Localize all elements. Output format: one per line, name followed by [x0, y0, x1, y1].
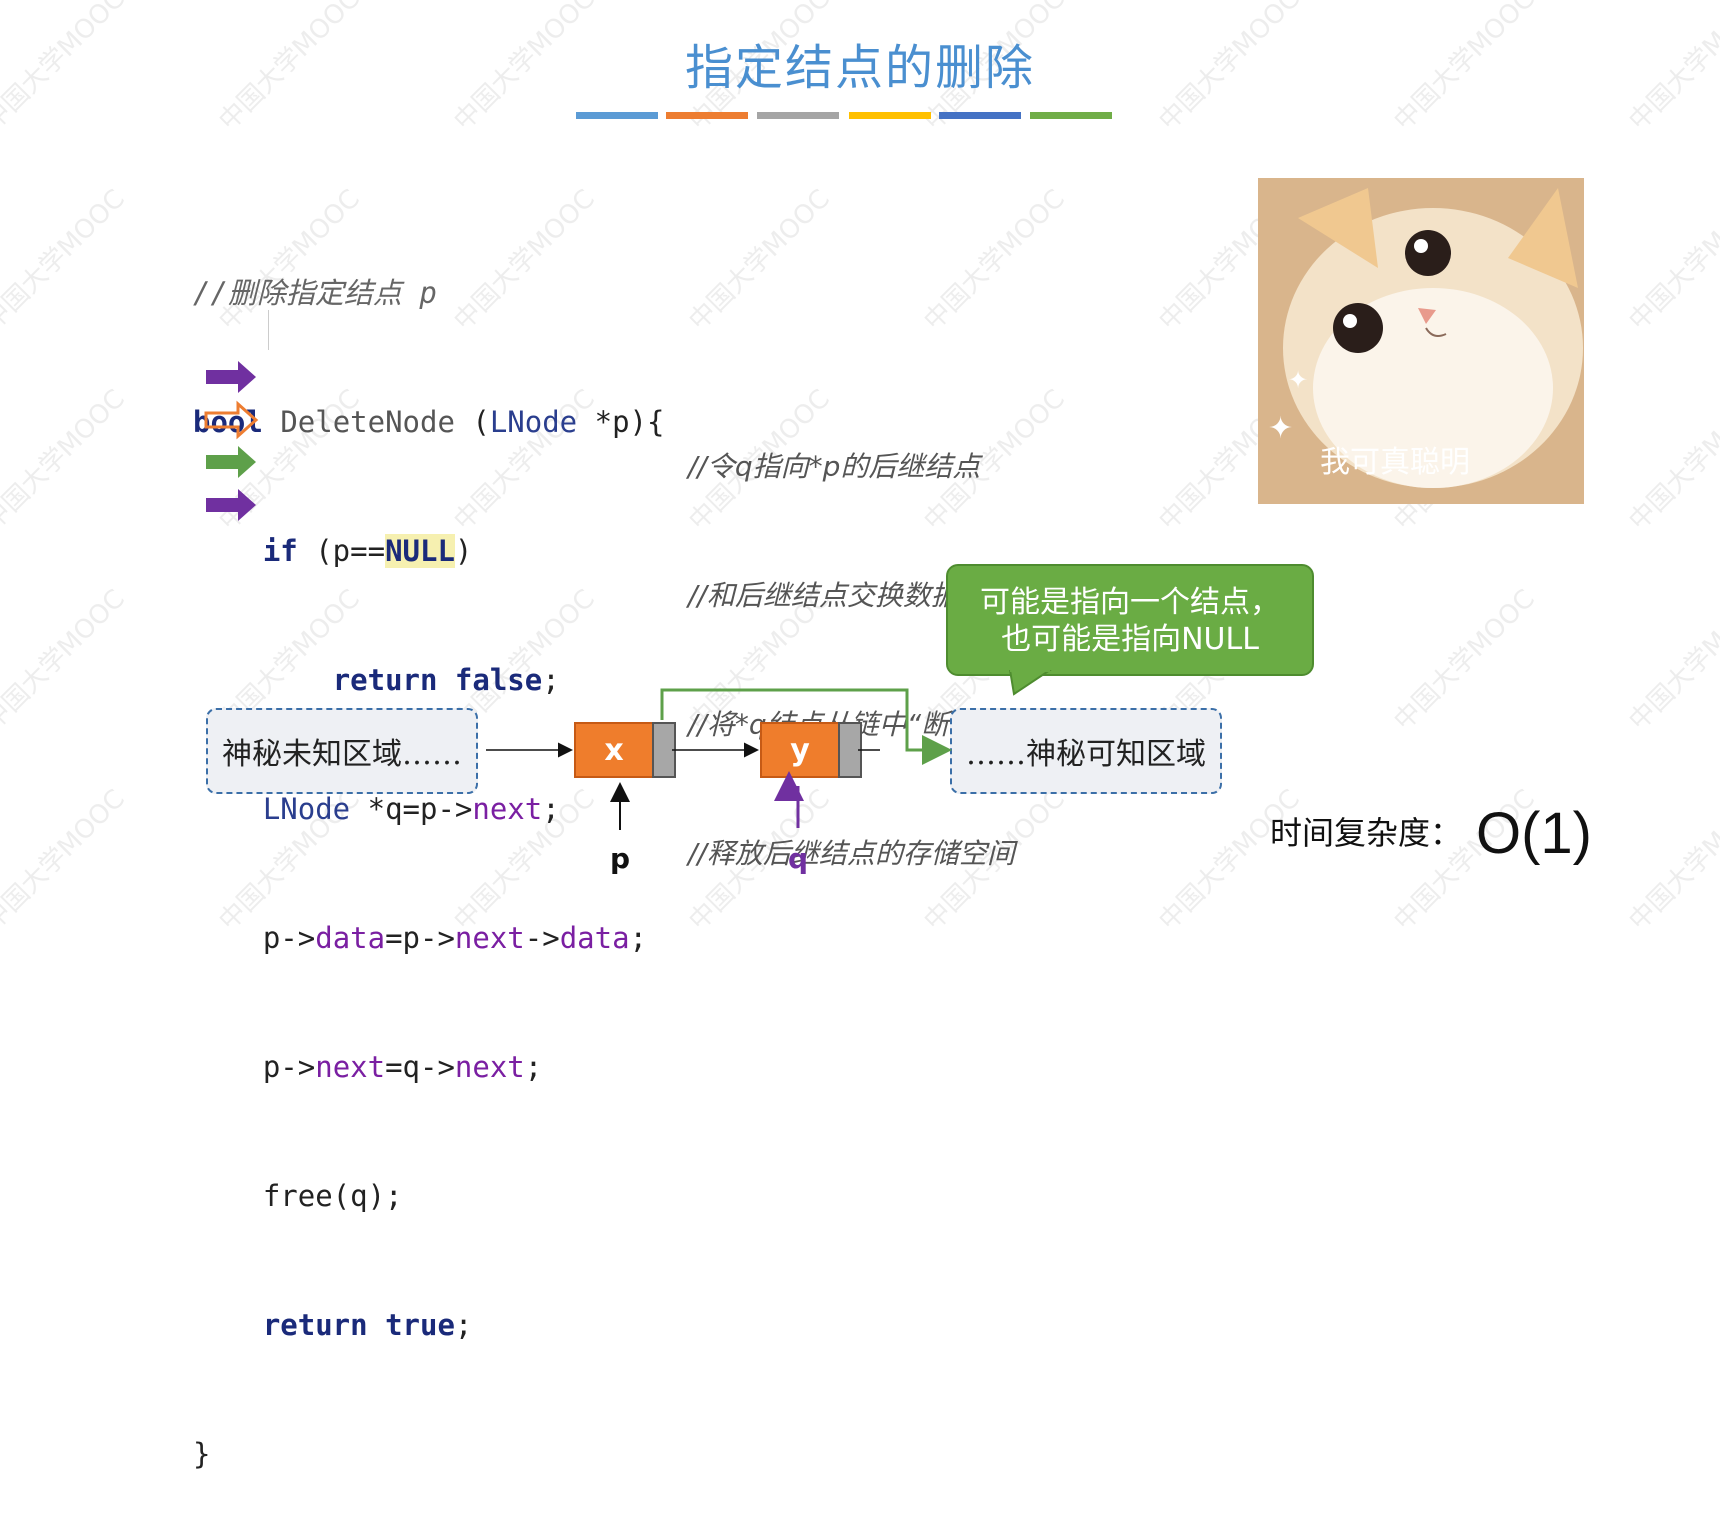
field-data: data [560, 921, 630, 955]
complexity-label: 时间复杂度： [1270, 808, 1462, 854]
code-token: free(q); [263, 1179, 403, 1213]
field-next: next [455, 1050, 525, 1084]
code-token: =q-> [385, 1050, 455, 1084]
code-line-return-true: return true; [193, 1304, 664, 1347]
code-token: } [193, 1437, 210, 1471]
field-next: next [455, 921, 525, 955]
code-token: -> [525, 921, 560, 955]
field-data: data [315, 921, 385, 955]
code-token: =p-> [385, 921, 455, 955]
code-line-close: } [193, 1433, 664, 1476]
pointer-p-label: p [600, 842, 640, 875]
code-token: p-> [263, 1050, 315, 1084]
code-line-free: free(q); [193, 1175, 664, 1218]
pointer-q-label: q [778, 842, 818, 875]
code-line-next: p->next=q->next; [193, 1046, 664, 1089]
code-token: ; [630, 921, 647, 955]
field-next: next [315, 1050, 385, 1084]
code-token: p-> [263, 921, 315, 955]
complexity-value: O(1) [1476, 800, 1592, 867]
arrow-bypass [662, 690, 946, 750]
kw-return: return [263, 1308, 368, 1342]
kw-true: true [385, 1308, 455, 1342]
diagram-arrows [0, 0, 1720, 926]
code-token: ; [455, 1308, 472, 1342]
code-token: ; [525, 1050, 542, 1084]
